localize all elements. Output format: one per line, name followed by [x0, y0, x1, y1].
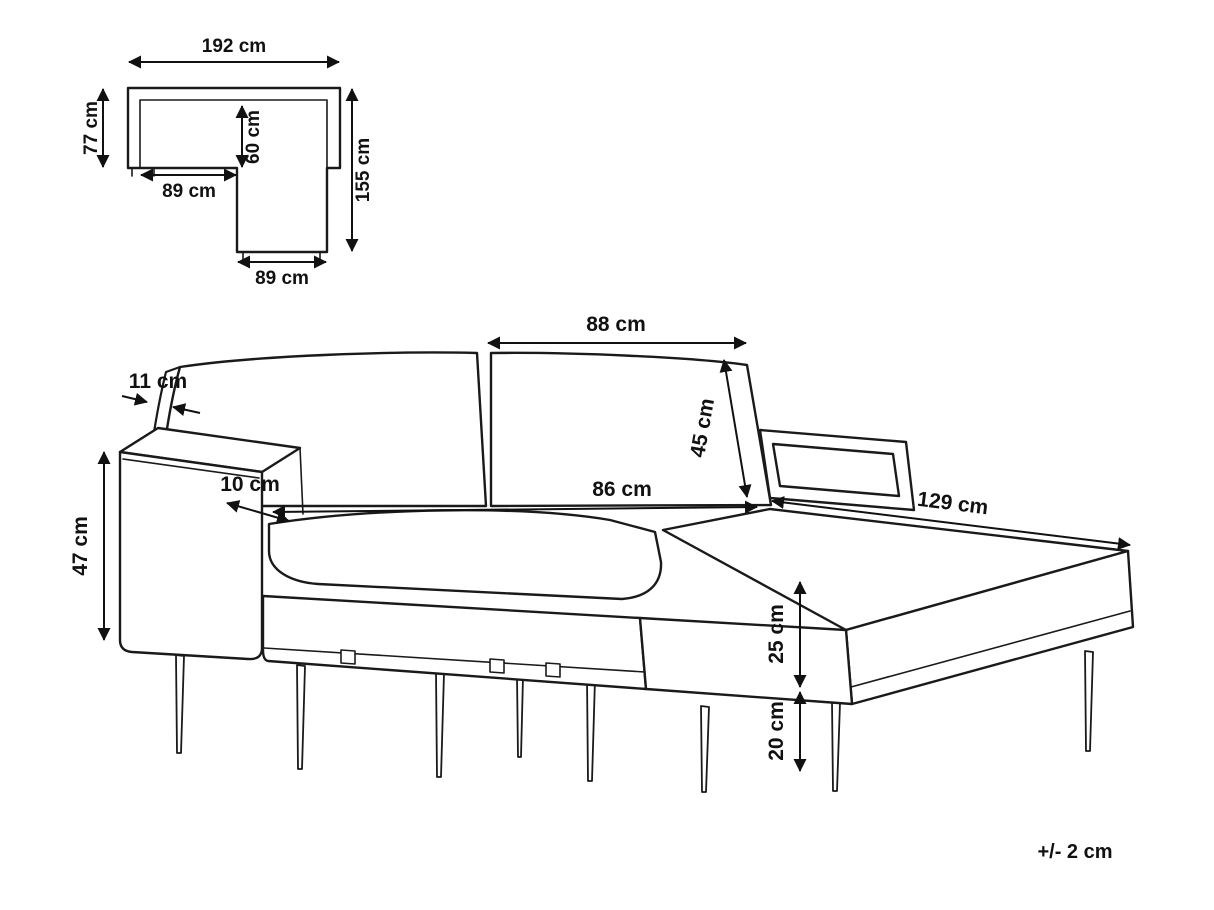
chaise-length-label: 129 cm	[916, 488, 990, 520]
seat-base-corner	[638, 616, 854, 706]
dim-armrest-height: 47 cm	[69, 451, 111, 641]
chaise-base-seam	[850, 610, 1131, 688]
plan-inner-lines	[139, 99, 328, 169]
plan-left-depth-label: 77 cm	[81, 101, 102, 155]
dim-leg-height: 20 cm	[765, 691, 807, 772]
back-cushion-width-label: 88 cm	[586, 313, 646, 336]
dim-seat-width: 86 cm	[272, 478, 758, 519]
plan-total-width-label: 192 cm	[202, 36, 266, 57]
dim-seat-base-height: 25 cm	[765, 581, 807, 688]
dim-plan-right-depth: 155 cm	[345, 88, 374, 252]
plan-inner-width-label: 89 cm	[162, 181, 216, 202]
dim-plan-inner-depth: 60 cm	[235, 105, 264, 168]
plan-outline	[126, 86, 342, 254]
tolerance-note: +/- 2 cm	[1037, 841, 1112, 863]
perspective-view: 88 cm 11 cm 45 cm 10 cm 86 cm 129 cm 47 …	[69, 313, 1135, 793]
dim-plan-chaise-width: 89 cm	[237, 255, 327, 289]
sofa-legs	[175, 650, 1094, 793]
armrest-thickness-label: 10 cm	[220, 473, 280, 496]
leg-height-label: 20 cm	[765, 701, 788, 761]
seat-width-label: 86 cm	[592, 478, 652, 501]
dim-plan-inner-width: 89 cm	[140, 168, 237, 202]
backrest-thickness-label: 11 cm	[129, 370, 187, 393]
right-armrest-frame	[758, 428, 916, 512]
dim-plan-left-depth: 77 cm	[81, 88, 110, 168]
plan-chaise-width-label: 89 cm	[255, 268, 309, 289]
left-armrest-piping	[122, 458, 260, 479]
leg-mount-blocks	[340, 649, 561, 678]
plan-view: 192 cm 77 cm 60 cm 89 cm 155 cm 89 cm	[81, 36, 374, 289]
dim-backrest-thickness: 11 cm	[121, 370, 201, 416]
seat-cushion	[267, 509, 663, 601]
dim-plan-total-width: 192 cm	[128, 36, 340, 69]
seat-base-seam	[263, 647, 646, 673]
dim-back-cushion-width: 88 cm	[487, 313, 747, 350]
plan-inner-depth-label: 60 cm	[243, 110, 264, 164]
seat-base	[261, 594, 648, 691]
plan-right-depth-label: 155 cm	[353, 138, 374, 202]
armrest-height-label: 47 cm	[69, 516, 92, 576]
seat-base-height-label: 25 cm	[765, 604, 788, 664]
